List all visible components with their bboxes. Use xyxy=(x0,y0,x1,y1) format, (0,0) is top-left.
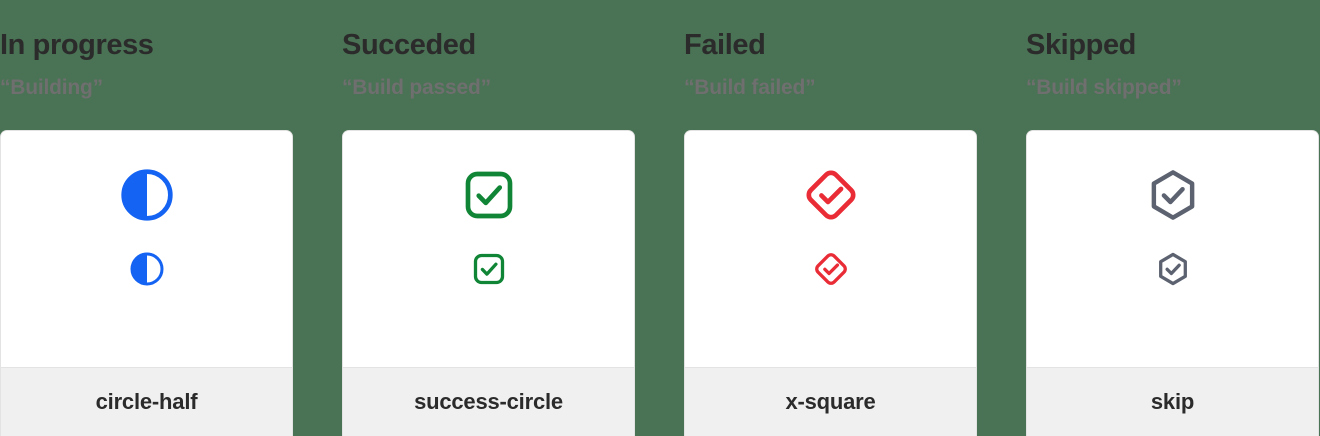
x-square-icon-small xyxy=(813,251,849,287)
column-header: Succeded “Build passed” xyxy=(342,0,635,130)
column-subtitle: “Build skipped” xyxy=(1026,75,1182,99)
icon-card[interactable]: circle-half xyxy=(0,130,293,436)
icon-preview-area xyxy=(1,131,292,367)
column-header: Skipped “Build skipped” xyxy=(1026,0,1319,130)
icon-card[interactable]: x-square xyxy=(684,130,977,436)
icon-card[interactable]: success-circle xyxy=(342,130,635,436)
icon-preview-area xyxy=(343,131,634,367)
column-subtitle: “Build passed” xyxy=(342,75,491,99)
skip-icon xyxy=(1145,167,1201,223)
column-title: Skipped xyxy=(1026,29,1136,61)
column-title: Succeded xyxy=(342,29,476,61)
icon-name-label: circle-half xyxy=(95,389,198,414)
icon-name-label: skip xyxy=(1150,389,1195,414)
column-header: In progress “Building” xyxy=(0,0,293,130)
icon-card-footer: x-square xyxy=(685,367,976,436)
status-column-succeded: Succeded “Build passed” xyxy=(342,0,635,436)
column-title: Failed xyxy=(684,29,766,61)
column-header: Failed “Build failed” xyxy=(684,0,977,130)
icon-name-label: x-square xyxy=(785,389,876,414)
icon-card-footer: success-circle xyxy=(343,367,634,436)
success-circle-icon-small xyxy=(471,251,507,287)
circle-half-icon-small xyxy=(129,251,165,287)
status-column-failed: Failed “Build failed” xyxy=(684,0,977,436)
column-title: In progress xyxy=(0,29,154,61)
success-circle-icon xyxy=(461,167,517,223)
icon-card-footer: circle-half xyxy=(1,367,292,436)
status-column-in-progress: In progress “Building” xyxy=(0,0,293,436)
status-column-skipped: Skipped “Build skipped” xyxy=(1026,0,1319,436)
skip-icon-small xyxy=(1155,251,1191,287)
icon-name-label: success-circle xyxy=(414,389,563,414)
icon-card[interactable]: skip xyxy=(1026,130,1319,436)
column-subtitle: “Build failed” xyxy=(684,75,816,99)
column-subtitle: “Building” xyxy=(0,75,103,99)
icon-card-footer: skip xyxy=(1027,367,1318,436)
circle-half-icon xyxy=(119,167,175,223)
icon-preview-area xyxy=(1027,131,1318,367)
x-square-icon xyxy=(803,167,859,223)
icon-preview-area xyxy=(685,131,976,367)
